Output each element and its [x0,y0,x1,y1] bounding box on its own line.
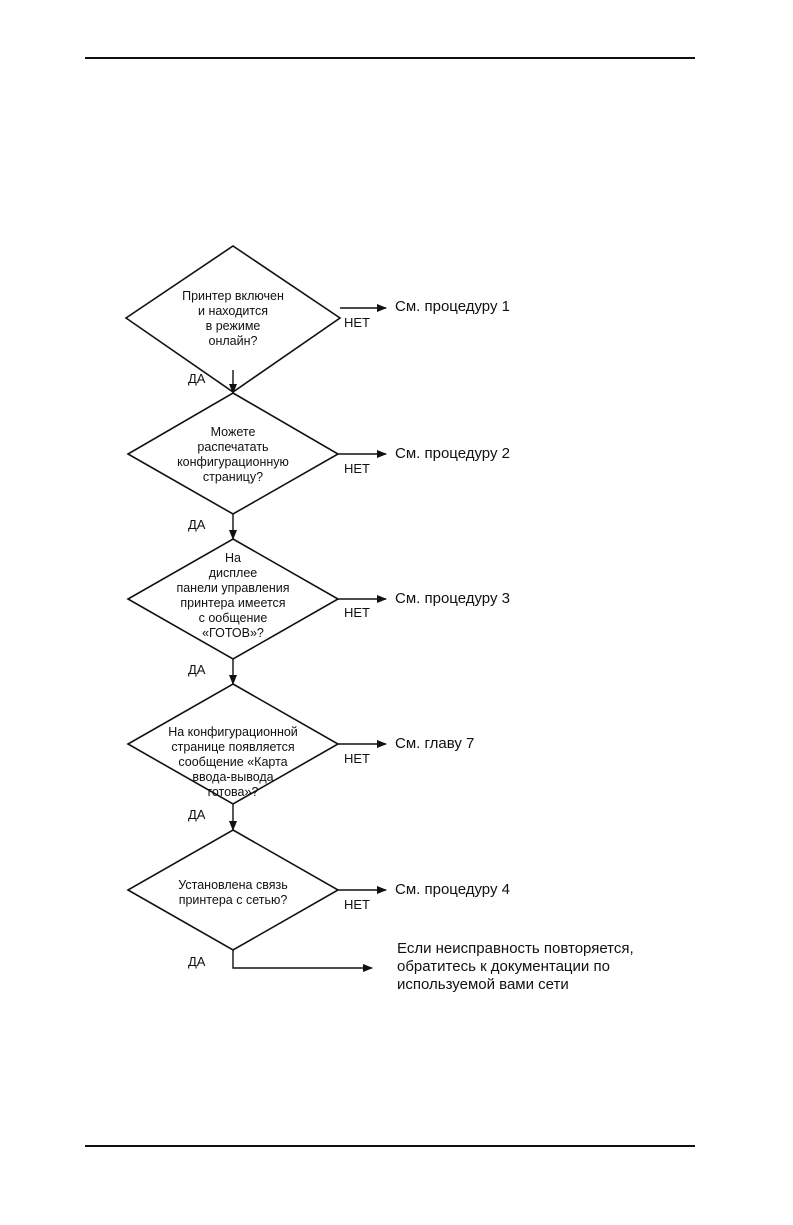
header-rule [85,57,695,59]
action-text-2: См. процедуру 2 [395,445,510,462]
no-label-4: НЕТ [344,751,370,766]
decision-question-1: Принтер включен и находится в режиме онл… [182,289,284,348]
decision-question-3: На дисплее панели управления принтера им… [176,551,290,640]
no-label-2: НЕТ [344,461,370,476]
yes-label-5: ДА [188,954,206,969]
action-text-5: См. процедуру 4 [395,881,510,898]
no-label-1: НЕТ [344,315,370,330]
action-text-3: См. процедуру 3 [395,590,510,607]
yes-label-4: ДА [188,807,206,822]
no-label-3: НЕТ [344,605,370,620]
no-label-5: НЕТ [344,897,370,912]
yes-arrow-5 [232,950,373,972]
action-text-1: См. процедуру 1 [395,298,510,315]
final-message-line-1: Если неисправность повторяется, [397,940,634,957]
final-message-line-3: используемой вами сети [397,976,569,993]
final-message-line-2: обратитесь к документации по [397,958,610,975]
footer-rule [85,1145,695,1147]
yes-label-3: ДА [188,662,206,677]
yes-label-1: ДА [188,371,206,386]
final-message: Если неисправность повторяется, обратите… [397,940,697,994]
action-text-4: См. главу 7 [395,735,475,752]
yes-label-2: ДА [188,517,206,532]
decision-question-2: Можете распечатать конфигурационную стра… [177,425,289,484]
decision-question-5: Установлена связь принтера с сетью? [178,878,288,907]
decision-question-4: На конфигурационной странице появляется … [168,725,298,799]
